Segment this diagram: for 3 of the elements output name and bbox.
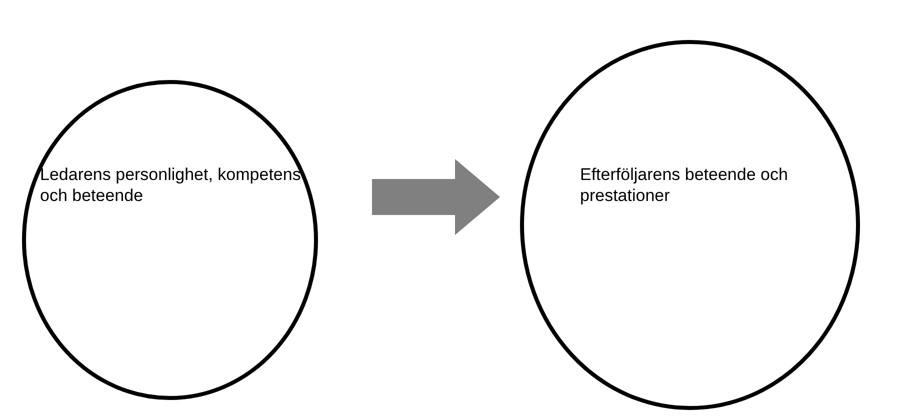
node-text: Ledarens personlighet, kompetens och beteende [40, 164, 302, 206]
block-arrow [372, 159, 500, 235]
node-text: Efterföljarens beteende och prestationer [580, 164, 789, 206]
